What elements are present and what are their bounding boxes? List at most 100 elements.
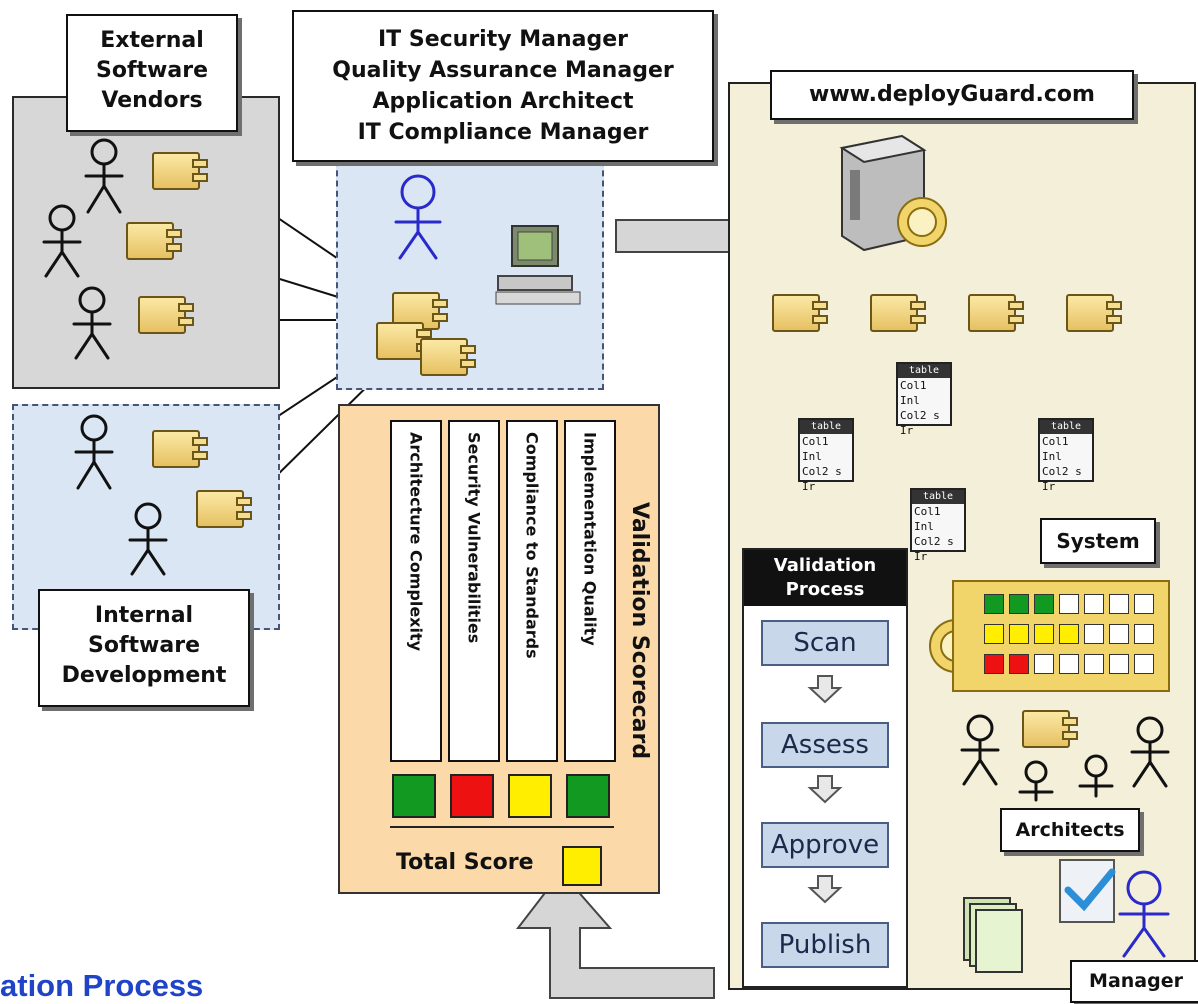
person-icon (1130, 716, 1170, 788)
status-grid-cell (1134, 624, 1154, 644)
status-grid-cell (1084, 624, 1104, 644)
status-grid-cell (1084, 654, 1104, 674)
total-score-square (562, 846, 602, 886)
component-icon (152, 152, 208, 190)
person-icon (42, 204, 82, 278)
scorecard-title: Validation Scorecard (626, 502, 656, 862)
component-icon (1066, 294, 1122, 332)
status-grid-cell (1109, 654, 1129, 674)
step-approve: Approve (761, 822, 889, 868)
category-implementation: Implementation Quality (580, 432, 600, 646)
deployguard-title: www.deployGuard.com (770, 70, 1134, 120)
status-grid-cell (1134, 594, 1154, 614)
role-line: IT Compliance Manager (357, 120, 649, 145)
status-grid-cell (1009, 594, 1029, 614)
table-icon: table Col1 Inl Col2 s Ir (910, 488, 966, 563)
table-row: Col1 Inl (1042, 435, 1069, 463)
status-grid-cell (1034, 654, 1054, 674)
external-vendors-label: External Software Vendors (66, 14, 238, 132)
status-grid-cell (1009, 624, 1029, 644)
component-icon (772, 294, 828, 332)
status-grid-cell (1134, 654, 1154, 674)
status-grid-cell (1109, 624, 1129, 644)
status-square-compliance (508, 774, 552, 818)
person-icon (960, 714, 1000, 786)
footer-caption: ation Process (0, 968, 204, 1003)
role-line: IT Security Manager (378, 27, 628, 52)
scorecard-category: Implementation Quality (564, 420, 616, 762)
manager-label: Manager (1070, 960, 1198, 1003)
status-grid-cell (1059, 594, 1079, 614)
role-line: Application Architect (372, 89, 634, 114)
category-compliance: Compliance to Standards (522, 432, 542, 659)
component-icon (968, 294, 1024, 332)
block-arrow-return-to-scorecard (515, 870, 715, 999)
category-architecture: Architecture Complexity (406, 432, 426, 652)
checkmark-document-icon (1059, 859, 1116, 923)
role-line: Quality Assurance Manager (332, 58, 674, 83)
person-icon (128, 502, 168, 576)
status-grid-cell (1034, 594, 1054, 614)
table-row: Col2 s Ir (1042, 465, 1082, 493)
table-header: table (800, 420, 852, 434)
user-icon (394, 174, 442, 260)
table-header: table (912, 490, 964, 504)
person-icon (1078, 754, 1114, 798)
status-square-security (450, 774, 494, 818)
architects-label: Architects (1000, 808, 1140, 852)
scorecard-category: Architecture Complexity (390, 420, 442, 762)
table-row: Col1 Inl (914, 505, 941, 533)
table-row: Col1 Inl (802, 435, 829, 463)
table-row: Col2 s Ir (802, 465, 842, 493)
person-icon (74, 414, 114, 490)
validation-scorecard: Architecture Complexity Security Vulnera… (338, 404, 660, 894)
internal-development-label: Internal Software Development (38, 589, 250, 707)
component-icon (126, 222, 182, 260)
scorecard-title-text: Validation Scorecard (627, 502, 652, 760)
scorecard-divider (390, 826, 614, 828)
validation-process-panel: Validation Process Scan Assess Approve P… (742, 548, 908, 988)
component-icon (196, 490, 252, 528)
table-header: table (1040, 420, 1092, 434)
documents-icon (963, 897, 1023, 973)
system-label: System (1040, 518, 1156, 564)
scorecard-category: Security Vulnerabilities (448, 420, 500, 762)
table-header: table (898, 364, 950, 378)
table-icon: table Col1 Inl Col2 s Ir (1038, 418, 1094, 493)
total-score-label: Total Score (396, 850, 534, 875)
component-icon (138, 296, 194, 334)
table-row: Col1 Inl (900, 379, 927, 407)
status-grid-cell (984, 594, 1004, 614)
step-publish: Publish (761, 922, 889, 968)
server-icon (839, 134, 947, 252)
component-icon (152, 430, 208, 468)
table-row: Col2 s Ir (900, 409, 940, 437)
status-grid-cell (1034, 624, 1054, 644)
step-assess: Assess (761, 722, 889, 768)
person-icon (1018, 760, 1054, 802)
table-icon: table Col1 Inl Col2 s Ir (798, 418, 854, 493)
status-square-architecture (392, 774, 436, 818)
status-grid-cell (1059, 654, 1079, 674)
status-square-implementation (566, 774, 610, 818)
component-icon (870, 294, 926, 332)
status-grid-cell (984, 654, 1004, 674)
manager-icon (1118, 870, 1170, 958)
person-icon (72, 286, 112, 360)
roles-label: IT Security Manager Quality Assurance Ma… (292, 10, 714, 162)
person-icon (84, 138, 124, 214)
status-grid-cell (1059, 624, 1079, 644)
validation-process-title: Validation Process (744, 550, 906, 606)
table-icon: table Col1 Inl Col2 s Ir (896, 362, 952, 437)
status-grid-cell (1109, 594, 1129, 614)
step-scan: Scan (761, 620, 889, 666)
computer-icon (495, 225, 581, 305)
status-grid-cell (1084, 594, 1104, 614)
component-icon (376, 322, 432, 360)
table-row: Col2 s Ir (914, 535, 954, 563)
component-icon (420, 338, 476, 376)
category-security: Security Vulnerabilities (464, 432, 484, 644)
scorecard-category: Compliance to Standards (506, 420, 558, 762)
status-grid-cell (984, 624, 1004, 644)
